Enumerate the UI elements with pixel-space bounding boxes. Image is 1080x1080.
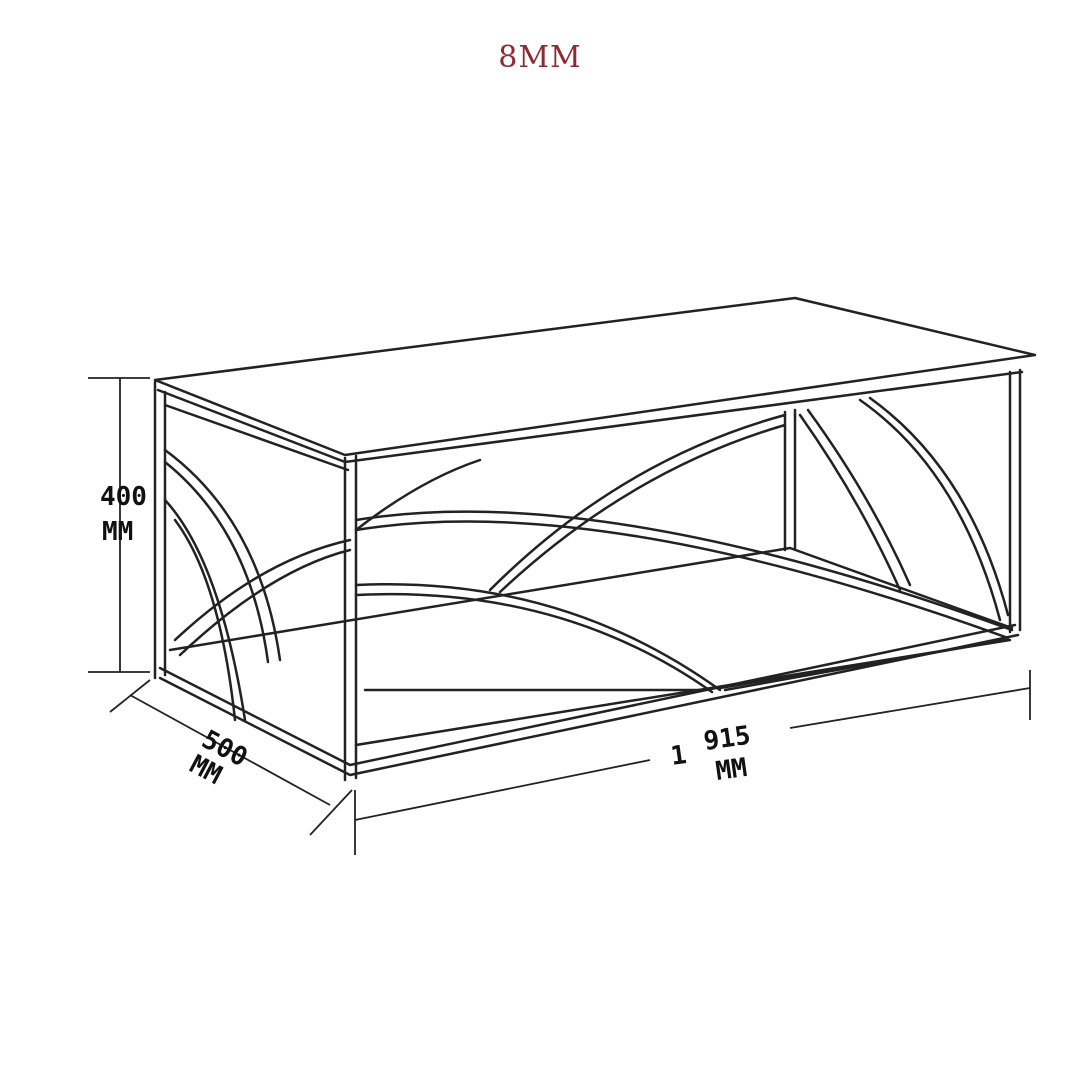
width-dimension-line	[354, 670, 1031, 855]
leg-left-back	[153, 380, 167, 680]
arc-left-2	[163, 498, 247, 722]
height-unit: MM	[102, 517, 133, 547]
height-dimension-line	[88, 377, 150, 673]
bottom-back	[168, 546, 1014, 652]
front-lower-rail	[354, 583, 722, 694]
leg-back	[783, 408, 797, 552]
front-rail-mid	[354, 520, 1010, 640]
arc-left-1	[163, 448, 282, 664]
arc-left-3	[173, 538, 352, 657]
leg-right	[1008, 368, 1022, 634]
arc-front-1	[354, 458, 482, 532]
arc-right-2	[858, 396, 1010, 622]
side-rail	[163, 403, 350, 472]
height-value: 400	[100, 482, 147, 512]
width-prefix: 1	[669, 740, 689, 772]
brand-logo: 8MM	[498, 40, 582, 75]
front-rail-top	[354, 510, 1014, 632]
width-value: 915	[702, 721, 753, 757]
width-unit: MM	[714, 753, 749, 787]
leg-front-left	[343, 454, 358, 782]
arc-front-2	[488, 413, 787, 594]
table-top	[153, 296, 1037, 457]
shelf	[363, 638, 1007, 692]
arc-right-1	[798, 408, 912, 592]
bottom-frame	[158, 623, 1020, 777]
depth-dimension-line	[109, 679, 353, 836]
